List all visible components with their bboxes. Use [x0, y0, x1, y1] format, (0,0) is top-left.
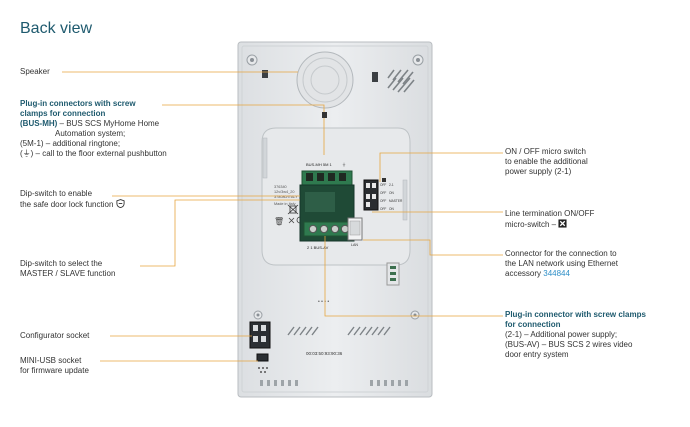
svg-text:ON: ON: [389, 207, 394, 211]
lan-text: accessory: [505, 269, 542, 278]
plugin2-line1: (2-1) – Additional power supply;: [505, 330, 618, 339]
dip-master-line1: Dip-switch to select the: [20, 259, 103, 268]
svg-text:⏚: ⏚: [342, 161, 346, 167]
plugin2-heading-line1: Plug-in connector with screw clamps: [505, 310, 646, 319]
svg-text:Made in Italy: Made in Italy: [274, 202, 296, 206]
label-lan-connector: Connector for the connection to the LAN …: [505, 249, 618, 279]
svg-text:🗑: 🗑: [274, 217, 284, 226]
svg-text:ON: ON: [389, 191, 394, 195]
bottom-clips: [260, 380, 408, 386]
label-speaker: Speaker: [20, 67, 50, 76]
busmh-key: (BUS-MH): [20, 119, 58, 128]
term-line2: micro-switch –: [505, 219, 594, 230]
label-usb: MINI-USB socket for firmware update: [20, 356, 89, 376]
product-sticker: 376340 12v/3w4_20 378080/ITALY Made in I…: [274, 185, 298, 206]
svg-text:2-1: 2-1: [389, 183, 394, 187]
lan-line3: accessory 344844: [505, 269, 618, 279]
svg-text:378080/ITALY: 378080/ITALY: [274, 195, 298, 199]
mini-usb-socket: [256, 353, 269, 362]
dip-safe-line2: the safe door lock function: [20, 199, 125, 210]
screw-icon-bottom-left: [253, 310, 263, 320]
screw-icon-bottom-right: [410, 310, 420, 320]
screw-icon-top-left: [246, 54, 258, 66]
term-text: micro-switch –: [505, 220, 557, 229]
floor-line: (⏚) – call to the floor external pushbut…: [20, 149, 230, 159]
label-line-termination: Line termination ON/OFF micro-switch –: [505, 209, 594, 230]
usb-line1: MINI-USB socket: [20, 356, 82, 365]
screw-terminal-bottom: [303, 221, 351, 237]
screw-terminal-top: [301, 170, 353, 186]
dip-master-line2: MASTER / SLAVE function: [20, 269, 116, 278]
dip-safe-line1: Dip-switch to enable: [20, 189, 93, 198]
speaker-grille: [296, 51, 354, 109]
plugin2-line2: (BUS-AV) – BUS SCS 2 wires video: [505, 340, 633, 349]
busmh-text: – BUS SCS MyHome Home: [57, 119, 160, 128]
plugin2-heading-line2: for connection: [505, 320, 561, 329]
shield-lock-icon: [116, 199, 125, 209]
svg-text:376340: 376340: [274, 185, 287, 189]
svg-text:OFF: OFF: [380, 207, 386, 211]
plugin-heading-line1: Plug-in connectors with screw: [20, 99, 136, 108]
terminal-label-bottom: 2 1 BUS-AV: [307, 245, 329, 250]
svg-text:OFF: OFF: [380, 191, 386, 195]
leader-lines: [62, 71, 503, 362]
label-configurator: Configurator socket: [20, 331, 90, 340]
usb-line2: for firmware update: [20, 366, 89, 375]
label-dip-master: Dip-switch to select the MASTER / SLAVE …: [20, 259, 115, 279]
indicator-dots: • • • •: [318, 299, 329, 305]
configurator-socket: [249, 321, 271, 349]
svg-text:OFF: OFF: [380, 183, 386, 187]
floor-key: (: [20, 149, 23, 158]
lan-line1: Connector for the connection to: [505, 249, 617, 258]
term-line1: Line termination ON/OFF: [505, 209, 595, 218]
mac-address: 00:03:50:93:90:36: [306, 351, 343, 356]
latch-left: [262, 70, 268, 78]
lan-connector: LAN: [347, 217, 363, 247]
screw-icon-top-right: [412, 54, 424, 66]
lan-line2: the LAN network using Ethernet: [505, 259, 618, 268]
label-plugin-connector-2: Plug-in connector with screw clamps for …: [505, 310, 646, 360]
vent-slots-top-right: [387, 69, 415, 93]
floor-text: ) – call to the floor external pushbutto…: [30, 149, 167, 158]
page-title: Back view: [20, 20, 93, 37]
busmh-line: (BUS-MH) – BUS SCS MyHome Home: [20, 119, 230, 129]
onoff-line1: ON / OFF micro switch: [505, 147, 586, 156]
floor-symbol-icon: ⏚: [22, 149, 31, 158]
onoff-line3: power supply (2-1): [505, 167, 572, 176]
dip-safe-text: the safe door lock function: [20, 200, 114, 209]
side-connector-right: [386, 262, 400, 286]
termination-switch-icon: [558, 219, 567, 228]
plugin-heading-line2: clamps for connection: [20, 109, 106, 118]
latch-right: [372, 72, 378, 82]
leader-endpoints: [322, 112, 386, 182]
dip-switch-block: [363, 179, 379, 211]
onoff-line2: to enable the additional: [505, 157, 588, 166]
vent-slots-bottom: [287, 326, 391, 336]
label-dip-safe: Dip-switch to enable the safe door lock …: [20, 189, 125, 210]
sm1-line: (5M-1) – additional ringtone;: [20, 139, 121, 148]
accessory-link[interactable]: 344844: [543, 269, 570, 278]
svg-text:MASTER: MASTER: [389, 199, 403, 203]
terminal-label-top: BUS-MH 5M 1 ⏚: [306, 161, 346, 167]
svg-text:OFF: OFF: [380, 199, 386, 203]
weee-bin-icon: [287, 204, 299, 215]
svg-text:BUS-MH 5M 1: BUS-MH 5M 1: [306, 162, 333, 167]
label-plugin-connectors: Plug-in connectors with screw clamps for…: [20, 99, 230, 159]
busmh-text2: Automation system;: [55, 129, 126, 138]
svg-text:LAN: LAN: [351, 243, 358, 247]
led-dots: [258, 367, 268, 373]
svg-text:12v/3w4_20: 12v/3w4_20: [274, 190, 294, 194]
plugin2-line3: door entry system: [505, 350, 569, 359]
label-onoff-switch: ON / OFF micro switch to enable the addi…: [505, 147, 588, 177]
